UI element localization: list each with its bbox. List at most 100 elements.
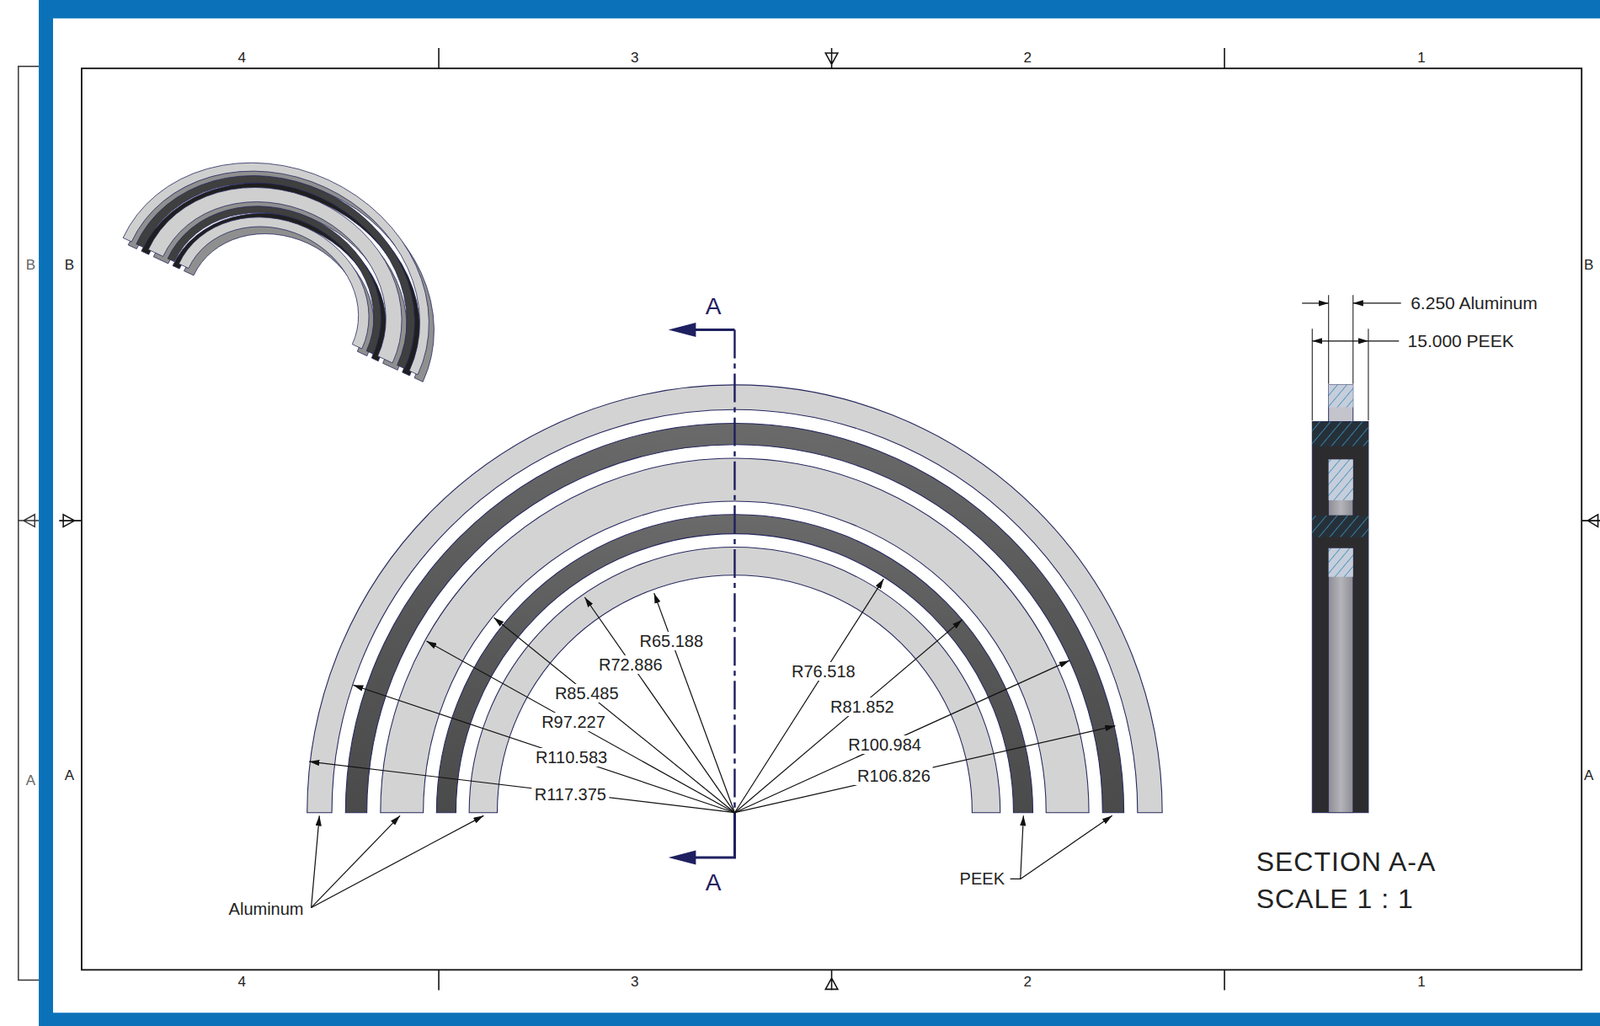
radius-leader [734, 619, 962, 813]
label-anchor: 3 [630, 974, 639, 991]
label-anchor: Aluminum [226, 899, 307, 918]
label-anchor: R81.852 [827, 697, 897, 716]
radius-dimension: R97.227 [538, 712, 608, 731]
zone-number: 3 [630, 974, 639, 991]
label-anchor: R65.188 [637, 631, 707, 651]
label-anchor: 4 [237, 974, 246, 991]
label-anchor: SCALE 1 : 1 [1256, 884, 1414, 914]
label-anchor: 2 [1023, 50, 1031, 67]
centre-mark [825, 48, 838, 69]
label-anchor: R110.583 [533, 747, 610, 767]
sheet-ground [53, 18, 1600, 1013]
section-marker: A [705, 869, 722, 896]
radius-dimension: R110.583 [533, 747, 610, 767]
label-anchor: R106.826 [854, 766, 934, 785]
label-anchor: 1 [1417, 974, 1425, 991]
thickness-dimension: 6.250 Aluminum [1408, 293, 1541, 313]
zone-number: 2 [1023, 974, 1031, 991]
label-anchor: B [26, 257, 36, 274]
aluminum-section [1328, 384, 1354, 422]
section-hatch [1328, 458, 1354, 500]
label-anchor: A [64, 768, 75, 784]
zone-number: 4 [237, 974, 246, 991]
radius-dimension: R117.375 [532, 784, 609, 804]
dimension-line [1368, 340, 1399, 342]
label-anchor: B [1584, 257, 1594, 274]
label-anchor: 15.000 PEEK [1405, 330, 1517, 351]
centre-mark [18, 514, 39, 528]
dimension-line [1353, 302, 1402, 304]
label-anchor: 6.250 Aluminum [1408, 293, 1541, 313]
label-anchor: 4 [237, 50, 246, 67]
isometric-side [128, 118, 481, 382]
label-anchor: A [705, 869, 722, 896]
label-anchor: R85.485 [552, 683, 622, 703]
label-anchor: A [705, 293, 722, 320]
radius-dimension: R106.826 [854, 766, 934, 785]
radius-leader [734, 725, 1115, 813]
label-anchor: B [64, 257, 75, 274]
isometric-view [122, 112, 482, 383]
zone-number: 4 [237, 50, 246, 67]
leader-lines [309, 578, 1115, 813]
zone-letter: A [26, 773, 36, 790]
radius-dimension: R100.984 [845, 735, 924, 754]
dimension-line [1312, 340, 1340, 342]
label-anchor: R100.984 [845, 735, 924, 754]
section-arrow [668, 322, 697, 337]
aluminum-ring [128, 118, 481, 382]
section-hatch [1312, 515, 1369, 537]
label-anchor: 2 [1023, 974, 1031, 991]
extension-line [1312, 294, 1369, 421]
center-line [733, 329, 736, 858]
leader-line [311, 815, 320, 907]
radius-dimension: R81.852 [827, 697, 897, 716]
zone-number: 1 [1417, 50, 1425, 67]
leader-line [1020, 815, 1113, 879]
radius-leader [309, 761, 735, 813]
leader-line [1010, 815, 1024, 879]
zone-number: 2 [1023, 50, 1031, 67]
zone-number: 3 [630, 50, 639, 67]
blue-border [38, 0, 1600, 1026]
zone-letter: A [64, 768, 75, 784]
label-anchor: 1 [1417, 50, 1425, 67]
label-anchor: A [1584, 768, 1594, 784]
zone-letter: A [1584, 768, 1594, 784]
label-anchor: PEEK [957, 869, 1008, 888]
centre-mark [58, 514, 82, 528]
label-anchor: R72.886 [596, 655, 666, 674]
radius-dimension: R85.485 [552, 683, 622, 703]
aluminum-section [1328, 458, 1354, 516]
view-title: SECTION A-A [1256, 847, 1437, 877]
radius-dimension: R65.188 [637, 631, 707, 651]
isometric-face [122, 112, 476, 375]
material-callout: Aluminum [226, 899, 307, 918]
radius-dimension: R72.886 [596, 655, 666, 674]
aluminum-ring [122, 112, 476, 375]
radius-leader [734, 660, 1069, 813]
label-anchor: 3 [630, 50, 639, 67]
radius-dimension: R76.518 [789, 661, 859, 681]
section-hatch [1328, 384, 1354, 408]
radius-leader [584, 597, 735, 813]
thickness-dimension: 15.000 PEEK [1405, 330, 1517, 351]
label-anchor: R97.227 [538, 712, 608, 731]
label-anchor: A [26, 773, 36, 790]
label-anchor: R76.518 [789, 661, 859, 681]
leader-line [311, 815, 400, 907]
leader-line [311, 815, 485, 907]
material-callout: PEEK [957, 869, 1008, 888]
zone-letter: B [26, 257, 36, 274]
radius-leader [352, 684, 735, 812]
label-anchor: R117.375 [532, 784, 609, 804]
label-anchor: SECTION A-A [1256, 847, 1437, 877]
view-scale: SCALE 1 : 1 [1256, 884, 1414, 914]
drawing-frame [81, 68, 1582, 970]
aluminum-section [1328, 548, 1354, 813]
radius-leader [493, 617, 735, 812]
section-arrow [668, 850, 697, 865]
zone-letter: B [1584, 257, 1594, 274]
